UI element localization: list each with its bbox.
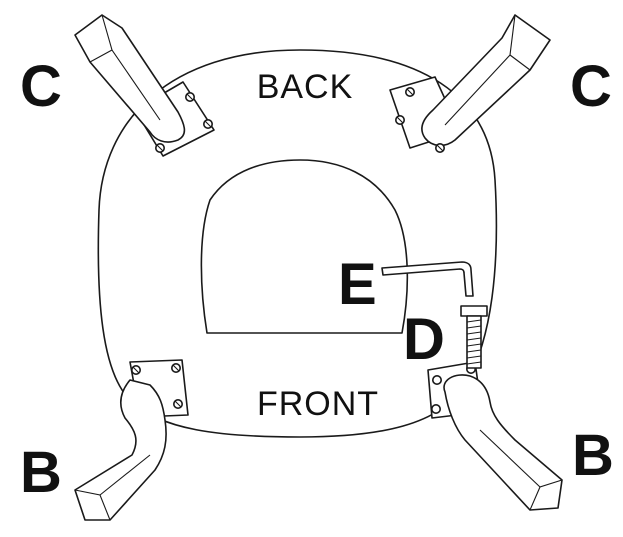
screw-icon bbox=[430, 403, 441, 414]
allen-key bbox=[381, 261, 474, 297]
front-label: FRONT bbox=[257, 385, 379, 423]
leg-front-right bbox=[427, 361, 563, 511]
leg-back-left-body bbox=[74, 14, 186, 143]
leg-front-left-body bbox=[74, 379, 167, 521]
leg-back-right bbox=[389, 14, 551, 154]
leg-c-right-label: C bbox=[570, 54, 612, 119]
leg-b-left-label: B bbox=[20, 440, 62, 505]
seat-outline bbox=[97, 49, 498, 438]
seat-cutout bbox=[200, 159, 409, 334]
leg-back-left bbox=[74, 14, 215, 157]
back-label: BACK bbox=[257, 68, 354, 106]
leg-front-left bbox=[74, 359, 189, 521]
leg-b-right-label: B bbox=[572, 423, 614, 488]
allen-key-label: E bbox=[338, 252, 377, 317]
leg-c-left-label: C bbox=[20, 54, 62, 119]
leg-front-right-body bbox=[443, 374, 563, 511]
bolt-label: D bbox=[403, 307, 445, 372]
screw-icon bbox=[431, 374, 442, 385]
bolt bbox=[460, 305, 488, 369]
